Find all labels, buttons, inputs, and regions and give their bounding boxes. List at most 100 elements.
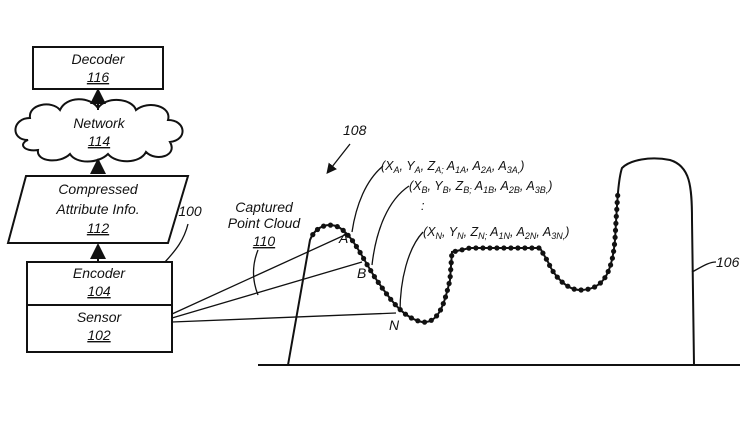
cloud-point [572,287,577,292]
cloud-point [354,244,359,249]
cloud-point [466,246,471,251]
cloud-point [540,251,545,256]
cloud-point [429,318,434,323]
cloud-point [547,263,552,268]
decoder-label: Decoder [72,51,126,67]
encoder-sensor-block: Encoder 104 Sensor 102 [27,262,172,352]
cloud-point [608,262,613,267]
cloud-point [579,287,584,292]
coord-a: (XA, YA, ZA; A1A, A2A, A3A,) [381,159,524,175]
coord-b: (XB, YB, ZB; A1B, A2B, A3B,) [409,179,552,195]
cloud-point [614,207,619,212]
cloud-point [449,253,454,258]
cloud-point [592,284,597,289]
cloud-point [415,318,420,323]
network-label: Network [73,115,125,131]
cloud-point [610,256,615,261]
compressed-label-line2: Attribute Info. [55,201,139,217]
point-n-label: N [389,317,400,333]
cloud-point [611,249,616,254]
sensor-label: Sensor [77,309,123,325]
compressed-ref: 112 [87,220,110,236]
cloud-point [434,313,439,318]
cloud-point [448,267,453,272]
object-ref: 106 [716,254,740,270]
cloud-point [585,287,590,292]
cloud-point [328,223,333,228]
cloud-point [613,235,618,240]
cloud-point [494,245,499,250]
cloud-point [614,214,619,219]
cloud-point [310,232,315,237]
cloud-point [529,245,534,250]
cloud-point [615,200,620,205]
cloud-point [602,275,607,280]
cloud-point [536,245,541,250]
leader-a [352,166,383,232]
cloud-point [612,242,617,247]
cloud-point [422,320,427,325]
cloud-point [403,312,408,317]
cloud-point [606,269,611,274]
cloud-point [487,245,492,250]
cloud-point [551,269,556,274]
captured-label-line2: Point Cloud [228,215,302,231]
cloud-point [368,268,373,273]
system-ref: 100 [178,203,202,219]
cloud-point [372,274,377,279]
cloud-point [501,245,506,250]
decoder-block: Decoder 116 [33,47,163,89]
cloud-point [443,294,448,299]
captured-leader [254,250,259,295]
encoder-label: Encoder [73,265,126,281]
cloud-point [453,249,458,254]
cloud-point [361,256,366,261]
compressed-label-line1: Compressed [58,181,139,197]
cloud-point [393,302,398,307]
coord-n: (XN, YN, ZN; A1N, A2N, A3N,) [423,225,569,241]
cloud-point [613,221,618,226]
cloud-point [447,281,452,286]
cloud-point [522,245,527,250]
coord-ellipsis: : [421,199,424,213]
cloud-point [388,297,393,302]
cloud-point [615,193,620,198]
compressed-attribute-block: Compressed Attribute Info. 112 [8,176,188,243]
network-ref: 114 [88,133,111,149]
cloud-point [376,280,381,285]
point-a-label: A [338,230,348,246]
cloud-point [565,284,570,289]
cloud-point [380,286,385,291]
figure-ref-arrow [328,144,350,172]
sensor-ref: 102 [87,327,111,343]
cloud-point [321,224,326,229]
cloud-point [445,288,450,293]
leader-n [400,232,423,312]
captured-label-line1: Captured [235,199,294,215]
encoder-ref: 104 [87,283,111,299]
cloud-point [315,227,320,232]
figure-ref: 108 [343,122,367,138]
cloud-point [560,280,565,285]
decoder-ref: 116 [87,69,110,85]
cloud-point [460,247,465,252]
cloud-point [409,315,414,320]
cloud-point [473,245,478,250]
cloud-point [448,274,453,279]
point-cloud-dots [310,193,620,325]
captured-ref: 110 [253,233,276,249]
cloud-point [598,280,603,285]
cloud-point [335,224,340,229]
cloud-point [438,307,443,312]
cloud-point [441,301,446,306]
cloud-point [350,238,355,243]
cloud-point [449,260,454,265]
cloud-point [613,228,618,233]
point-b-label: B [357,265,366,281]
cloud-point [515,245,520,250]
cloud-point [480,245,485,250]
object-ref-leader [692,262,716,272]
leader-b [372,186,409,265]
cloud-point [358,250,363,255]
